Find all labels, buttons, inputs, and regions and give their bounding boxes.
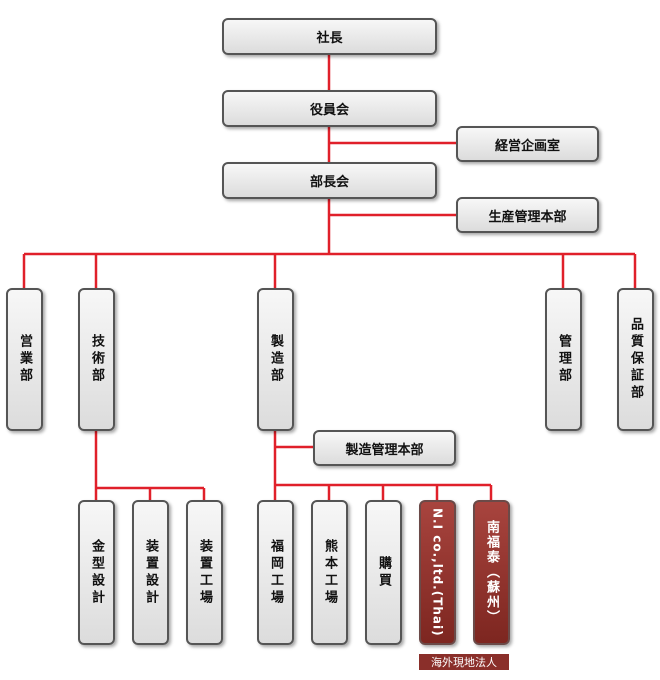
equipment-factory-box: 装置工場 (186, 500, 223, 645)
mfg-mgmt-hq-label: 製造管理本部 (345, 442, 424, 458)
nanfukutai-box: 南福泰（蘇州） (473, 500, 510, 645)
president-box: 社長 (222, 18, 437, 55)
production-mgmt-hq-box: 生産管理本部 (456, 197, 599, 233)
sales-label: 営業部 (17, 334, 32, 385)
general-managers-label: 部長会 (309, 175, 349, 190)
general-managers-box: 部長会 (222, 162, 437, 199)
fukuoka-factory-label: 福岡工場 (268, 538, 283, 607)
equipment-design-box: 装置設計 (132, 500, 169, 645)
kumamoto-factory-box: 熊本工場 (311, 500, 348, 645)
purchasing-box: 購買 (365, 500, 402, 645)
equipment-design-label: 装置設計 (143, 538, 158, 607)
kumamoto-factory-label: 熊本工場 (322, 538, 337, 607)
board-box: 役員会 (222, 90, 437, 127)
engineering-box: 技術部 (78, 288, 115, 431)
board-label: 役員会 (309, 103, 349, 118)
administration-box: 管理部 (545, 288, 582, 431)
mfg-mgmt-hq-box: 製造管理本部 (313, 430, 456, 466)
president-label: 社長 (316, 31, 343, 46)
manufacturing-box: 製造部 (257, 288, 294, 431)
mold-design-label: 金型設計 (89, 538, 104, 607)
corporate-planning-box: 経営企画室 (456, 126, 599, 162)
mold-design-box: 金型設計 (78, 500, 115, 645)
administration-label: 管理部 (556, 334, 571, 385)
quality-assurance-label: 品質保証部 (628, 317, 643, 402)
equipment-factory-label: 装置工場 (197, 538, 212, 607)
purchasing-label: 購買 (376, 555, 391, 590)
engineering-label: 技術部 (89, 334, 104, 385)
corporate-planning-label: 経営企画室 (494, 138, 560, 154)
sales-box: 営業部 (6, 288, 43, 431)
overseas-subsidiaries-label: 海外現地法人 (419, 654, 509, 670)
ni-thai-label: N.I co.,ltd.(Thai) (430, 508, 445, 637)
quality-assurance-box: 品質保証部 (617, 288, 654, 431)
nanfukutai-label: 南福泰（蘇州） (484, 520, 499, 625)
manufacturing-label: 製造部 (268, 334, 283, 385)
fukuoka-factory-box: 福岡工場 (257, 500, 294, 645)
ni-thai-box: N.I co.,ltd.(Thai) (419, 500, 456, 645)
production-mgmt-hq-label: 生産管理本部 (488, 209, 567, 225)
